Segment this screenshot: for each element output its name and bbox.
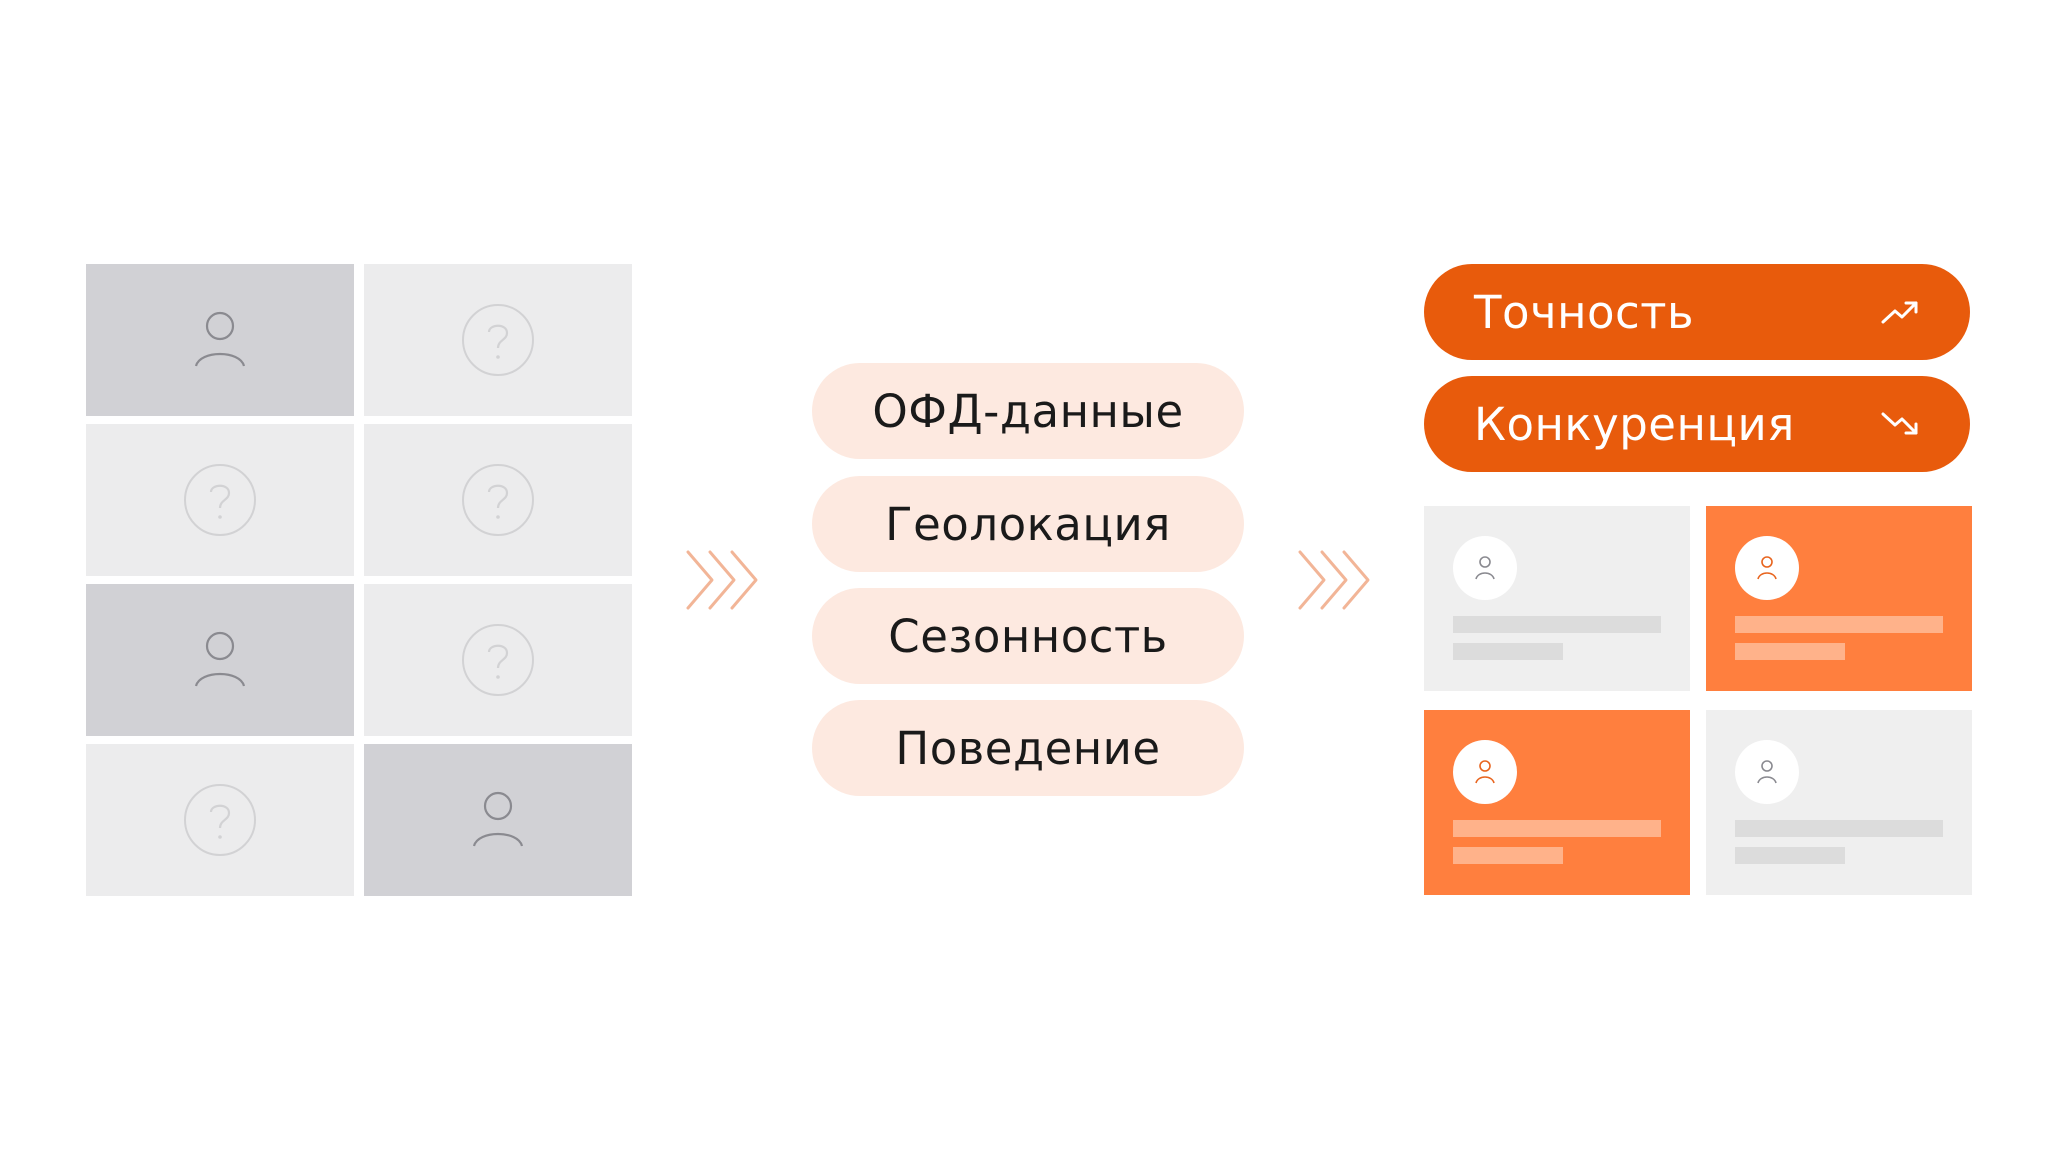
profile-card-highlighted [1424,710,1690,895]
person-icon [1757,760,1777,784]
grid-cell-known [86,584,354,736]
grid-cell-unknown [364,424,632,576]
placeholder-line [1735,847,1845,864]
question-icon [462,304,534,376]
person-icon [194,311,246,367]
data-source-pill: ОФД-данные [812,363,1244,459]
result-bar-accuracy: Точность [1424,264,1970,360]
question-icon [462,624,534,696]
avatar [1735,536,1799,600]
data-source-label: Поведение [895,721,1161,775]
placeholder-line [1735,616,1943,633]
avatar [1453,740,1517,804]
placeholder-line [1735,820,1943,837]
placeholder-line [1453,616,1661,633]
avatar [1735,740,1799,804]
person-icon [1475,556,1495,580]
person-icon [1757,556,1777,580]
profile-card [1706,710,1972,895]
grid-cell-unknown [364,264,632,416]
grid-cell-known [364,744,632,896]
data-source-label: ОФД-данные [872,384,1184,438]
avatar [1453,536,1517,600]
placeholder-line [1453,847,1563,864]
person-icon [194,631,246,687]
data-source-pill: Сезонность [812,588,1244,684]
chevrons-right-icon [1298,550,1370,610]
profile-card [1424,506,1690,691]
person-icon [1475,760,1495,784]
placeholder-line [1453,643,1563,660]
question-icon [184,784,256,856]
question-icon [462,464,534,536]
result-label: Конкуренция [1474,397,1795,451]
result-bar-competition: Конкуренция [1424,376,1970,472]
data-source-pill: Поведение [812,700,1244,796]
data-source-label: Геолокация [885,497,1171,551]
placeholder-line [1735,643,1845,660]
placeholder-line [1453,820,1661,837]
question-icon [184,464,256,536]
person-icon [472,791,524,847]
chevrons-right-icon [686,550,758,610]
trend-down-icon [1881,412,1918,435]
grid-cell-unknown [86,744,354,896]
data-source-pill: Геолокация [812,476,1244,572]
data-source-label: Сезонность [888,609,1168,663]
profile-card-highlighted [1706,506,1972,691]
trend-up-icon [1881,301,1918,324]
grid-cell-unknown [364,584,632,736]
grid-cell-known [86,264,354,416]
profile-grid [86,264,632,896]
result-label: Точность [1474,285,1695,339]
grid-cell-unknown [86,424,354,576]
